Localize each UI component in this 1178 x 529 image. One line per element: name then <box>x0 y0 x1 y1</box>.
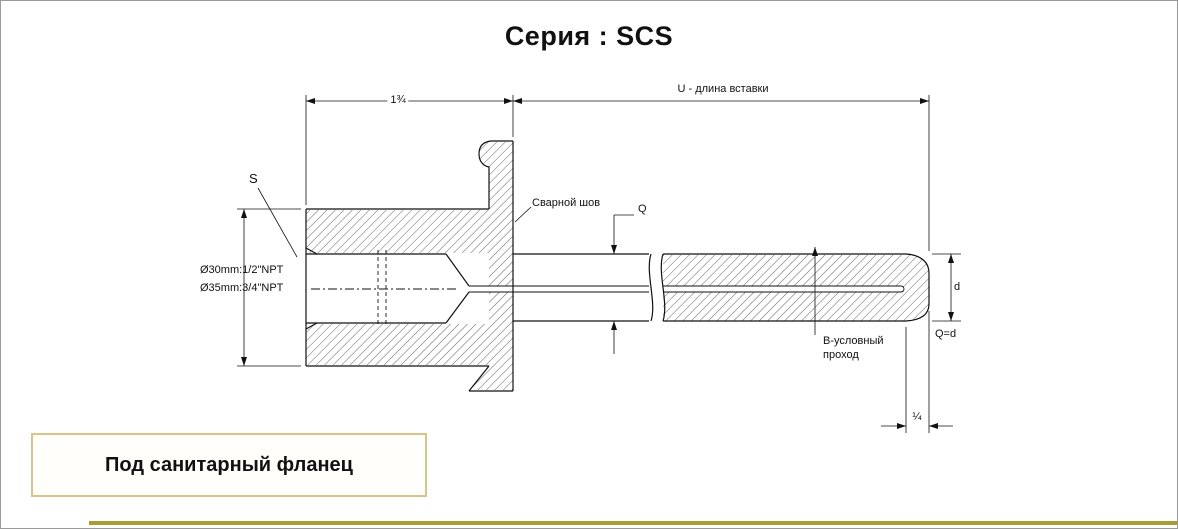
page-title: Серия : SCS <box>504 21 674 51</box>
nominal-bore-label: В-условный проход <box>823 335 884 361</box>
weld-seam-label: Сварной шов <box>532 197 601 209</box>
dim-label-q: Q <box>638 203 647 215</box>
flange-type-label: Под санитарный фланец <box>105 453 353 476</box>
dim-label-d: d <box>954 281 961 293</box>
dimension-arrows <box>241 98 954 429</box>
dimension-lines <box>237 95 961 433</box>
bore-lines <box>311 250 905 327</box>
footer-accent-bar <box>89 521 1177 525</box>
section-hatching <box>306 141 929 390</box>
flange-type-box: Под санитарный фланец <box>31 433 427 497</box>
dim-label-q-equals-d: Q=d <box>935 328 957 340</box>
dim-label-s: S <box>249 171 258 186</box>
part-outlines <box>305 140 930 392</box>
dim-label-tip-wall: ¼ <box>912 411 922 423</box>
dim-label-insertion-length: U - длина вставки <box>677 83 769 95</box>
dim-label-hex-length: 1¾ <box>387 94 409 108</box>
thread-size-label-2: Ø35mm:3/4"NPT <box>200 282 284 294</box>
thread-size-label-1: Ø30mm:1/2"NPT <box>200 264 284 276</box>
